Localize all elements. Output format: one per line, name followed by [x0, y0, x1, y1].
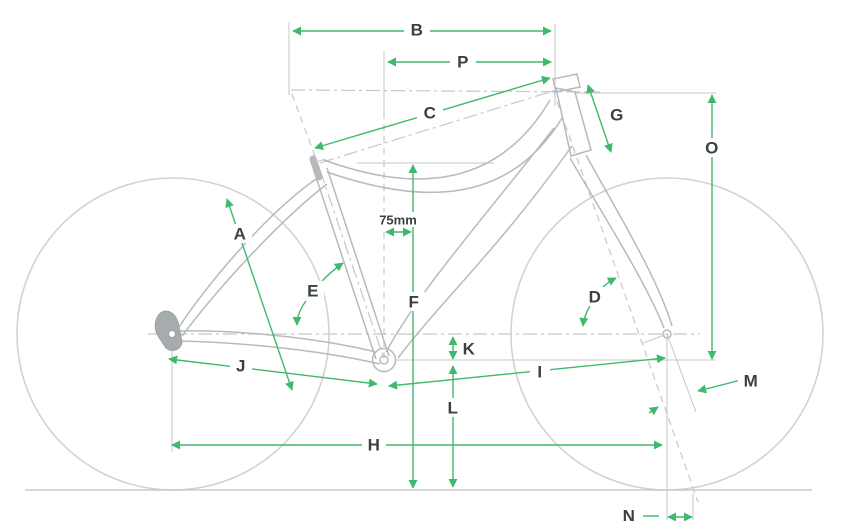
svg-text:K: K — [463, 340, 476, 359]
stem-cap — [552, 73, 581, 93]
svg-text:D: D — [589, 288, 602, 307]
svg-text:L: L — [448, 399, 459, 418]
label-h: H — [362, 435, 386, 455]
dim-e-seat-angle — [321, 262, 344, 282]
fork — [569, 157, 665, 329]
label-g: G — [606, 105, 628, 125]
svg-text:F: F — [409, 293, 420, 312]
label-75mm: 75mm — [376, 212, 420, 228]
label-l: L — [442, 398, 464, 418]
seat-stays — [176, 176, 320, 331]
dim-i-front-center — [388, 354, 666, 390]
svg-text:A: A — [234, 225, 247, 244]
svg-text:J: J — [236, 357, 246, 376]
svg-text:I: I — [537, 363, 542, 382]
labels: B P C G O A E F — [228, 20, 764, 521]
label-m: M — [738, 371, 764, 391]
label-o: O — [700, 138, 724, 158]
svg-text:C: C — [424, 104, 437, 123]
label-d: D — [584, 287, 606, 307]
svg-text:O: O — [705, 139, 719, 158]
head-tube — [555, 87, 592, 157]
dim-j-chainstay — [168, 355, 378, 388]
label-k: K — [458, 339, 480, 359]
label-a: A — [228, 224, 252, 244]
svg-text:M: M — [744, 372, 759, 391]
dimensions — [168, 26, 742, 521]
label-e: E — [302, 281, 324, 301]
svg-text:E: E — [307, 282, 319, 301]
label-c: C — [417, 103, 443, 123]
svg-text:75mm: 75mm — [379, 213, 417, 228]
bottom-bracket — [371, 347, 397, 373]
label-b: B — [404, 20, 430, 40]
label-n: N — [617, 506, 641, 521]
dim-g-head-tube — [586, 84, 613, 153]
label-p: P — [450, 52, 476, 72]
label-j: J — [230, 356, 252, 376]
seatpost — [309, 155, 323, 181]
svg-text:N: N — [623, 507, 636, 521]
down-tube — [385, 127, 555, 353]
rear-dropout — [154, 310, 183, 351]
label-i: I — [530, 362, 550, 382]
label-f: F — [403, 292, 425, 312]
svg-text:P: P — [457, 53, 469, 72]
seat-tube — [313, 170, 377, 360]
svg-text:G: G — [610, 106, 624, 125]
svg-text:H: H — [368, 436, 381, 455]
dim-m-fork-rake — [697, 379, 742, 394]
svg-text:B: B — [411, 21, 424, 40]
